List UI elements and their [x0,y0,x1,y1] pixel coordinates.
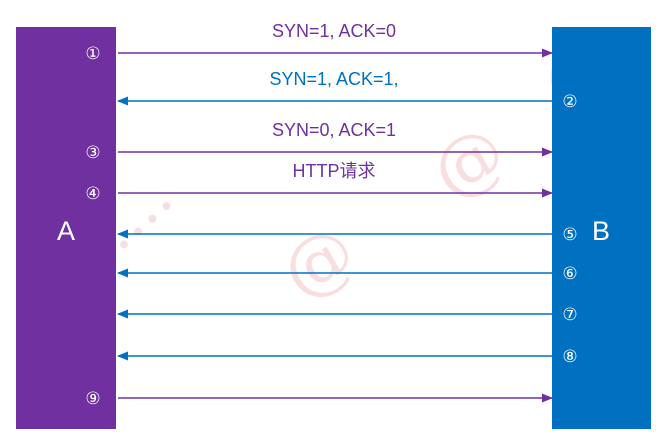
step-number: ⑤ [562,225,577,244]
host-a-box [16,27,116,429]
host-b-label: B [592,216,610,246]
message-row: ④ HTTP请求 [85,161,554,203]
message-label: SYN=1, ACK=0 [272,21,396,41]
step-number: ② [562,92,577,111]
step-number: ③ [85,143,100,162]
host-a-label: A [57,216,75,246]
message-row: ⑧ [116,347,578,366]
message-row: ③ SYN=0, ACK=1 [85,120,554,162]
message-row: ⑤ [116,225,578,244]
message-row: ⑨ [85,389,554,408]
message-label: SYN=1, ACK=1, [269,69,398,89]
message-label: HTTP请求 [293,161,376,181]
step-number: ⑧ [562,347,577,366]
step-number: ① [85,44,100,63]
message-row: ⑥ [116,264,578,283]
step-number: ④ [85,184,100,203]
svg-text:@: @ [268,209,370,315]
svg-text:@: @ [418,109,520,215]
host-b-box [552,27,651,429]
step-number: ⑦ [562,305,577,324]
step-number: ⑨ [85,389,100,408]
message-row: ⑦ [116,305,578,324]
message-list: ① SYN=1, ACK=0 ② SYN=1, ACK=1, ③ SYN=0, ACK=1… [85,21,577,408]
message-label: SYN=0, ACK=1 [272,120,396,140]
message-row: ① SYN=1, ACK=0 [85,21,554,63]
step-number: ⑥ [562,264,577,283]
message-row: ② SYN=1, ACK=1, [116,69,578,111]
